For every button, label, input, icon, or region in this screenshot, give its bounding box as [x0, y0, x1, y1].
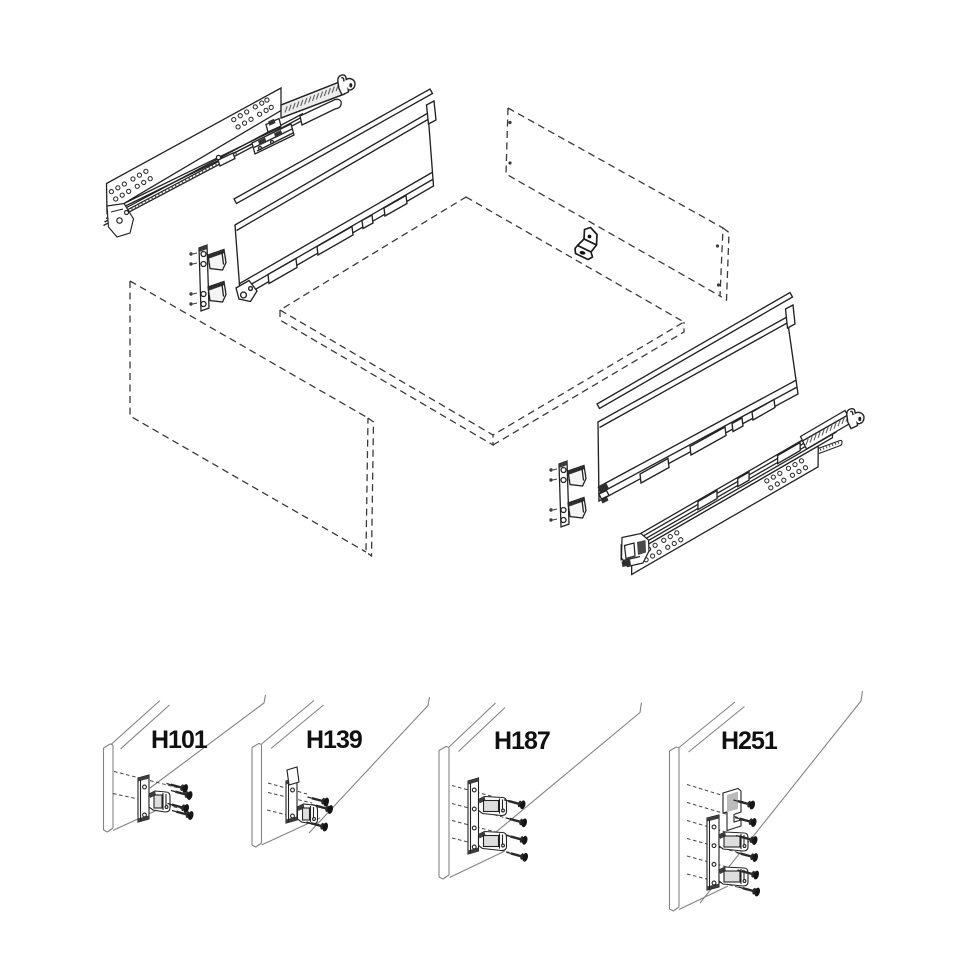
svg-text:H187: H187: [494, 727, 550, 755]
svg-text:H139: H139: [306, 726, 362, 754]
svg-text:H101: H101: [151, 726, 208, 754]
svg-text:H251: H251: [721, 727, 778, 755]
